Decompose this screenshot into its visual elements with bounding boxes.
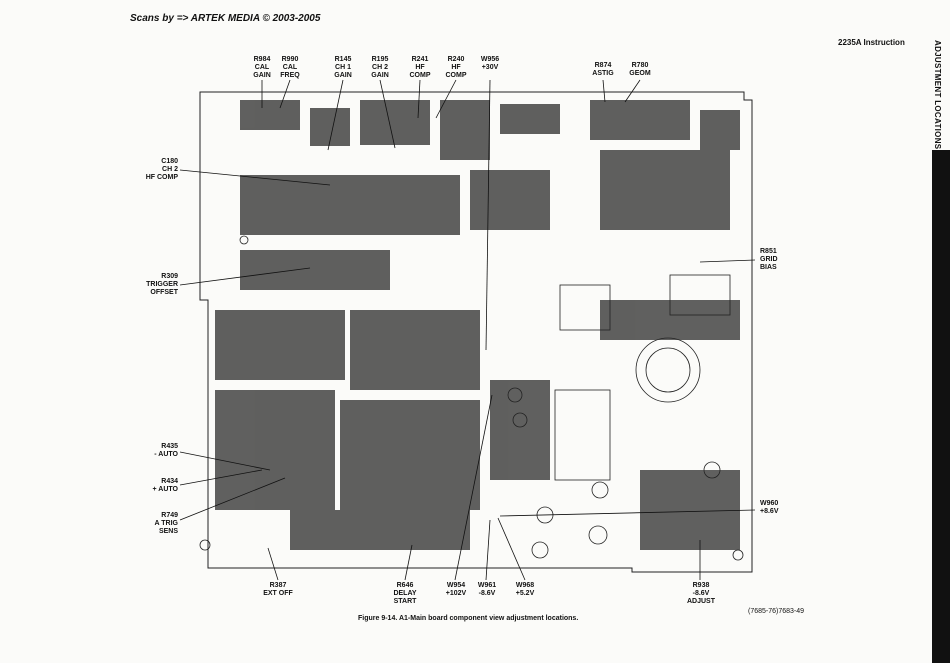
callout-ref: R434 — [161, 478, 178, 485]
callout-ref: R309 — [161, 273, 178, 280]
callout-ref: R195 — [371, 56, 389, 63]
callout-desc: +5.2V — [515, 590, 535, 597]
callout-desc: HF COMP — [445, 64, 467, 79]
callout-r435: R435- AUTO — [120, 443, 178, 459]
callout-desc: TRIGGER OFFSET — [146, 281, 178, 296]
callout-ref: R646 — [396, 582, 414, 589]
callout-desc: ASTIG — [592, 70, 614, 77]
callout-desc: GEOM — [629, 70, 651, 77]
callout-desc: DELAY START — [393, 590, 417, 605]
callout-ref: R435 — [161, 443, 178, 450]
callout-ref: W954 — [446, 582, 466, 589]
callout-desc: HF COMP — [409, 64, 431, 79]
callout-ref: R990 — [281, 56, 299, 63]
callout-w954: W954+102V — [437, 582, 475, 598]
callout-desc: CAL FREQ — [280, 64, 300, 79]
drawing-reference: (7685-76)7683-49 — [748, 608, 805, 615]
callout-desc: GRID BIAS — [760, 256, 778, 271]
callout-w960: W960+8.6V — [760, 500, 800, 516]
callout-desc: +102V — [445, 590, 467, 597]
callout-desc: EXT OFF — [263, 590, 293, 597]
callout-ref: R387 — [269, 582, 287, 589]
callout-ref: R874 — [594, 62, 612, 69]
callout-ref: R241 — [411, 56, 429, 63]
callout-desc: CAL GAIN — [253, 64, 271, 79]
callout-desc: CH 2 HF COMP — [145, 166, 178, 181]
callout-desc: A TRIG SENS — [154, 520, 178, 535]
page-edge-tab — [932, 150, 950, 663]
callout-desc: CH 2 GAIN — [371, 64, 389, 79]
callout-ref: R851 — [760, 248, 777, 255]
callout-ref: R938 — [692, 582, 710, 589]
scan-banner: Scans by => ARTEK MEDIA © 2003-2005 — [130, 13, 321, 24]
callout-desc: +8.6V — [760, 508, 779, 515]
callout-ref: R780 — [631, 62, 649, 69]
callout-r434: R434+ AUTO — [120, 478, 178, 494]
callout-w968: W968+5.2V — [507, 582, 543, 598]
callout-desc: -8.6V ADJUST — [686, 590, 715, 605]
callout-desc: -8.6V — [478, 590, 496, 597]
callout-desc: CH 1 GAIN — [334, 64, 352, 79]
callout-ref: C180 — [161, 158, 178, 165]
callout-ref: W968 — [515, 582, 535, 589]
callout-ref: R145 — [334, 56, 352, 63]
callout-w956: W956+30V — [475, 56, 505, 72]
callout-ref: R749 — [161, 512, 178, 519]
callout-w961: W961-8.6V — [469, 582, 505, 598]
manual-title: 2235A Instruction — [838, 38, 905, 47]
callout-ref: W961 — [477, 582, 497, 589]
figure-caption: Figure 9-14. A1-Main board component vie… — [358, 615, 579, 622]
callout-ref: R984 — [253, 56, 271, 63]
callout-r938: R938-8.6V ADJUST — [680, 582, 722, 606]
callout-desc: + AUTO — [152, 486, 178, 493]
callout-ref: W960 — [760, 500, 779, 507]
callout-desc: +30V — [481, 64, 499, 71]
callout-ref: R240 — [447, 56, 465, 63]
callout-desc: - AUTO — [154, 451, 178, 458]
callout-ref: W956 — [480, 56, 500, 63]
